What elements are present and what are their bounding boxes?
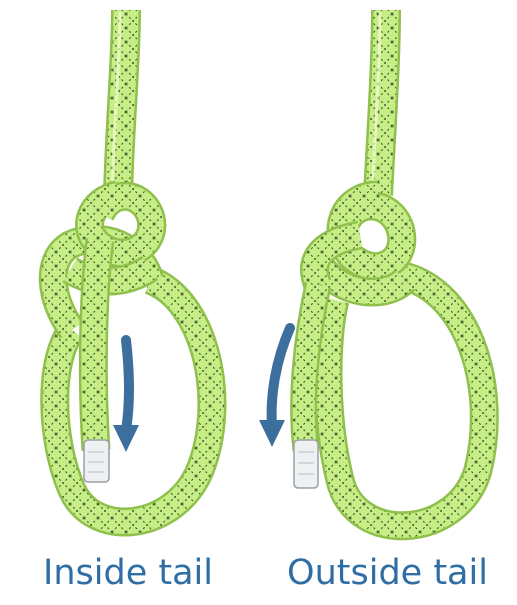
inside-tail-knot xyxy=(53,10,212,522)
outside-tail-caption: Outside tail xyxy=(258,548,517,598)
inside-tail-caption: Inside tail xyxy=(0,548,256,598)
direction-arrow xyxy=(259,328,290,447)
tail-tape xyxy=(84,440,109,482)
tail-tape xyxy=(294,440,318,488)
standing-rope xyxy=(372,10,386,195)
knot-body xyxy=(314,195,405,292)
bowline-loop xyxy=(328,275,484,526)
rope-tail xyxy=(84,240,109,482)
outside-tail-knot xyxy=(259,10,484,526)
standing-rope xyxy=(112,10,126,195)
rope-tail xyxy=(294,285,318,488)
direction-arrow xyxy=(113,340,139,452)
